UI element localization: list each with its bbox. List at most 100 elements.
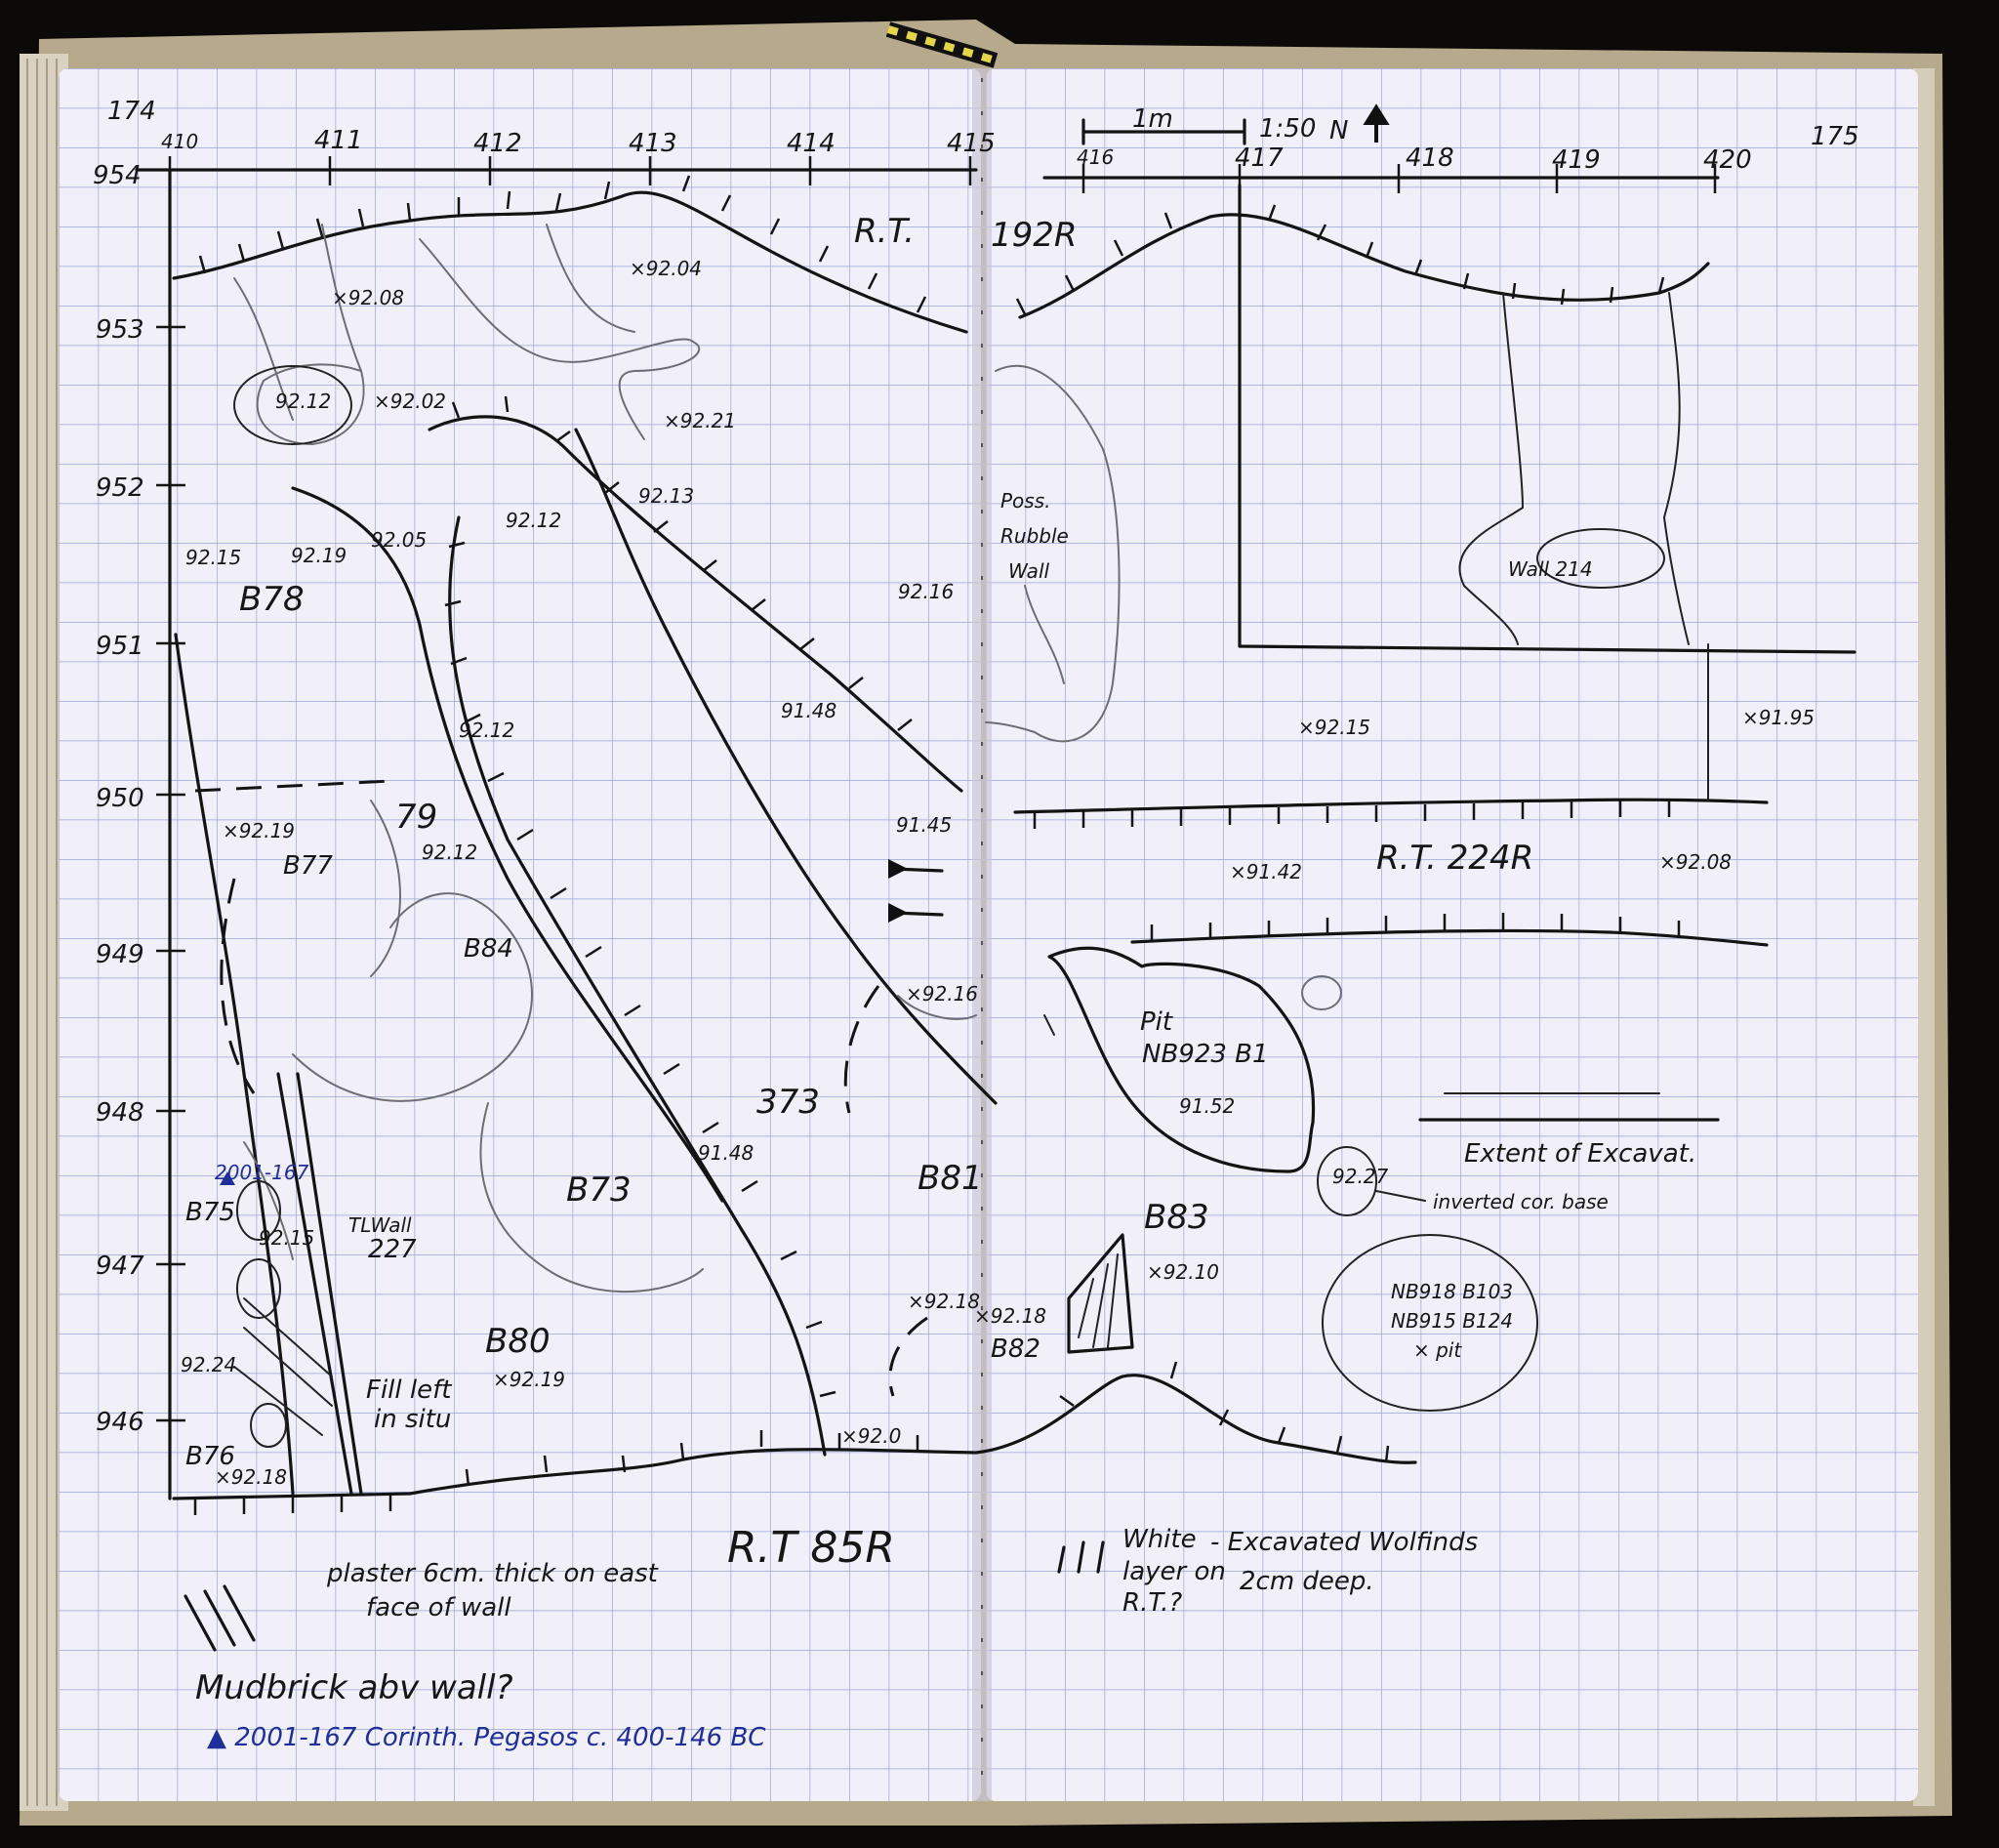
label-373: 373 <box>756 1083 820 1122</box>
label-rt-85r: R.T 85R <box>727 1523 895 1573</box>
label-pit-nb: NB923 B1 <box>1142 1040 1269 1069</box>
label-rubble: Rubble <box>1000 524 1069 548</box>
elevation: 92.12 <box>275 390 331 413</box>
elevation: ×92.18 <box>215 1465 287 1489</box>
x-label-413: 413 <box>629 129 677 158</box>
elevation: ×92.16 <box>906 982 978 1006</box>
note-fill-left: Fill left <box>366 1376 452 1405</box>
page-number-right: 175 <box>1811 122 1859 151</box>
elevation: 91.48 <box>698 1141 754 1165</box>
elevation: 92.12 <box>422 841 477 864</box>
note-nb1: NB918 B103 <box>1391 1280 1513 1303</box>
label-b80: B80 <box>485 1322 551 1361</box>
label-b73: B73 <box>566 1170 632 1210</box>
x-label-416: 416 <box>1077 145 1114 169</box>
y-label-946: 946 <box>96 1408 144 1437</box>
label-tl-wall: TLWall <box>348 1213 412 1237</box>
elevation: 92.12 <box>459 719 514 742</box>
elevation: 92.15 <box>259 1226 314 1250</box>
x-label-411: 411 <box>314 126 363 155</box>
note-mudbrick: Mudbrick abv wall? <box>195 1668 513 1707</box>
label-79: 79 <box>395 798 437 837</box>
label-b78: B78 <box>239 580 305 619</box>
bookmark-ribbon <box>885 21 999 68</box>
elevation: ×92.02 <box>374 390 446 413</box>
x-label-412: 412 <box>473 129 522 158</box>
note-extent: Extent of Excavat. <box>1464 1139 1696 1169</box>
elevation: ×92.10 <box>1147 1260 1219 1284</box>
note-coin: ▲ 2001-167 Corinth. Pegasos c. 400-146 B… <box>207 1723 766 1752</box>
y-label-949: 949 <box>96 940 144 969</box>
label-b83: B83 <box>1144 1198 1209 1237</box>
scale-label: 1m <box>1132 104 1173 134</box>
label-b81: B81 <box>918 1159 983 1198</box>
x-label-410: 410 <box>161 130 198 153</box>
elevation: ×92.0 <box>841 1424 901 1448</box>
elevation: 92.24 <box>181 1353 236 1376</box>
note-white: White <box>1122 1525 1197 1554</box>
north-arrow-icon <box>1363 103 1390 143</box>
scale-bar: 1m 1:50 N <box>1081 103 1390 145</box>
label-tl-wall-num: 227 <box>368 1235 417 1264</box>
axes: 410 411 412 413 414 415 416 417 418 419 … <box>93 126 1752 1500</box>
note-nb2: NB915 B124 <box>1391 1309 1513 1333</box>
y-label-948: 948 <box>96 1098 144 1128</box>
elevation: 91.45 <box>896 813 952 837</box>
elevation: ×91.95 <box>1742 706 1815 729</box>
note-inverted: inverted cor. base <box>1433 1190 1609 1213</box>
elevation: ×92.08 <box>332 286 404 309</box>
x-label-418: 418 <box>1406 144 1454 173</box>
note-excavated: - Excavated Wolfinds <box>1210 1528 1478 1557</box>
y-label-950: 950 <box>96 784 144 813</box>
y-label-947: 947 <box>96 1252 144 1281</box>
region-labels: R.T. 192R R.T. 224R R.T 85R B78 B77 79 B… <box>185 212 1593 1573</box>
elevation: ×92.08 <box>1659 850 1732 874</box>
elevation: 92.05 <box>371 528 427 552</box>
elevation: 92.16 <box>898 580 954 603</box>
elevation: 92.27 <box>1332 1165 1389 1188</box>
label-b76: B76 <box>185 1442 235 1471</box>
elevation: 91.52 <box>1179 1094 1235 1118</box>
elevation: 92.13 <box>638 484 694 508</box>
label-wall: Wall <box>1008 559 1049 583</box>
elevation: 92.15 <box>185 546 241 569</box>
note-plaster-2: face of wall <box>366 1593 511 1622</box>
elevation: ×92.18 <box>974 1304 1046 1328</box>
north-label: N <box>1329 116 1348 145</box>
x-label-415: 415 <box>947 129 996 158</box>
label-rt-192r: 192R <box>991 216 1078 255</box>
elevation-points: ×92.08 ×92.04 92.12 ×92.02 ×92.21 92.12 … <box>181 257 1815 1489</box>
elevation: ×92.15 <box>1298 716 1370 739</box>
label-wall-214: Wall 214 <box>1508 557 1593 581</box>
x-label-417: 417 <box>1235 144 1284 173</box>
x-label-419: 419 <box>1552 145 1601 175</box>
elevation: 91.48 <box>781 699 836 722</box>
gutter <box>972 68 992 1801</box>
note-nb3: × pit <box>1413 1338 1462 1362</box>
note-white-layer: layer on <box>1122 1557 1226 1586</box>
label-rt-224r: R.T. 224R <box>1376 839 1533 878</box>
y-label-951: 951 <box>96 632 144 661</box>
label-b84: B84 <box>464 934 513 964</box>
y-label-953: 953 <box>96 315 144 345</box>
x-label-420: 420 <box>1703 145 1752 175</box>
label-b75: B75 <box>185 1198 235 1227</box>
elevation: ×92.18 <box>908 1290 980 1313</box>
note-fill-in-situ: in situ <box>374 1405 451 1434</box>
x-label-414: 414 <box>787 129 836 158</box>
page-number-left: 174 <box>107 97 156 126</box>
elevation: ×91.42 <box>1230 860 1302 883</box>
notes: Extent of Excavat. inverted cor. base NB… <box>184 1139 1696 1752</box>
right-page-grid <box>986 68 1918 1801</box>
elevation: ×92.04 <box>630 257 702 280</box>
note-plaster: plaster 6cm. thick on east <box>326 1559 659 1588</box>
elevation: ×92.19 <box>493 1368 565 1391</box>
label-poss: Poss. <box>1000 489 1051 513</box>
elevation: ×92.19 <box>223 819 295 842</box>
note-white-rt: R.T.? <box>1122 1588 1182 1618</box>
y-label-954: 954 <box>93 161 142 190</box>
note-depth: 2cm deep. <box>1240 1567 1374 1596</box>
trench-edges <box>172 175 1856 1515</box>
y-label-952: 952 <box>96 473 144 503</box>
elevation: 92.12 <box>506 509 561 532</box>
